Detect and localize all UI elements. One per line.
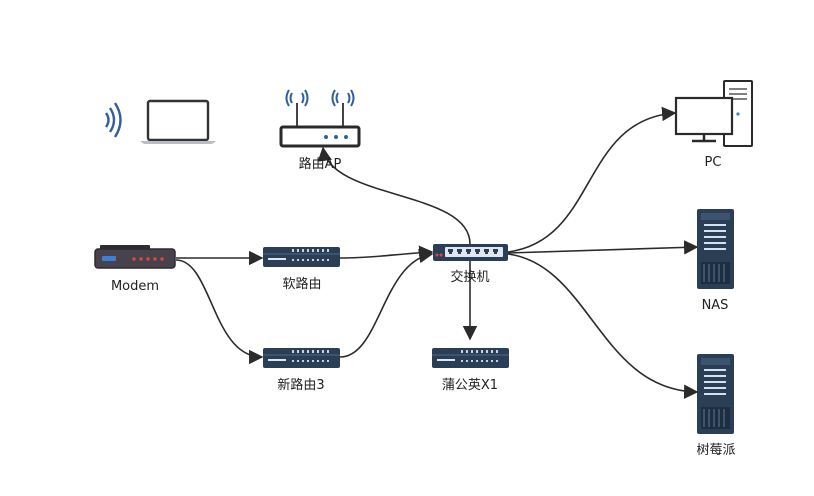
network-router-icon	[263, 348, 340, 368]
edge-modem-new-router	[175, 259, 264, 365]
label-pc: PC	[705, 155, 722, 170]
label-soft-router: 软路由	[282, 276, 321, 292]
server-icon	[697, 354, 734, 434]
network-router-icon	[263, 247, 340, 267]
network-switch-icon	[433, 244, 508, 261]
network-router-icon	[432, 348, 509, 368]
label-switch: 交换机	[450, 269, 489, 285]
edge-new-router-switch	[339, 248, 434, 358]
server-icon	[697, 209, 734, 289]
edge-switch-ap	[317, 146, 471, 245]
edge-switch-raspberry-pi	[507, 253, 699, 399]
node-soft-router: 软路由	[263, 247, 340, 292]
node-raspberry-pi: 树莓派	[696, 354, 736, 458]
edge-switch-pc	[507, 106, 677, 253]
node-pc: PC	[674, 80, 753, 170]
edge-soft-router-switch	[339, 245, 434, 260]
edge-switch-nas	[507, 240, 699, 255]
label-ap: 路由AP	[299, 156, 342, 172]
node-switch: 交换机	[433, 244, 508, 285]
label-nas: NAS	[702, 298, 729, 313]
modem-icon	[94, 245, 176, 269]
node-modem: Modem	[94, 245, 176, 294]
node-new-router: 新路由3	[263, 348, 340, 393]
label-pgy: 蒲公英X1	[442, 378, 498, 393]
label-raspberry-pi: 树莓派	[696, 443, 735, 458]
edges	[175, 106, 699, 399]
label-modem: Modem	[111, 279, 159, 294]
node-pgy: 蒲公英X1	[432, 348, 509, 393]
desktop-pc-icon	[674, 80, 753, 147]
node-nas: NAS	[697, 209, 734, 313]
node-laptop	[104, 99, 216, 144]
node-ap: 路由AP	[279, 89, 361, 172]
laptop-wifi-icon	[104, 99, 216, 144]
label-new-router: 新路由3	[277, 377, 324, 393]
wireless-router-icon	[279, 89, 361, 148]
